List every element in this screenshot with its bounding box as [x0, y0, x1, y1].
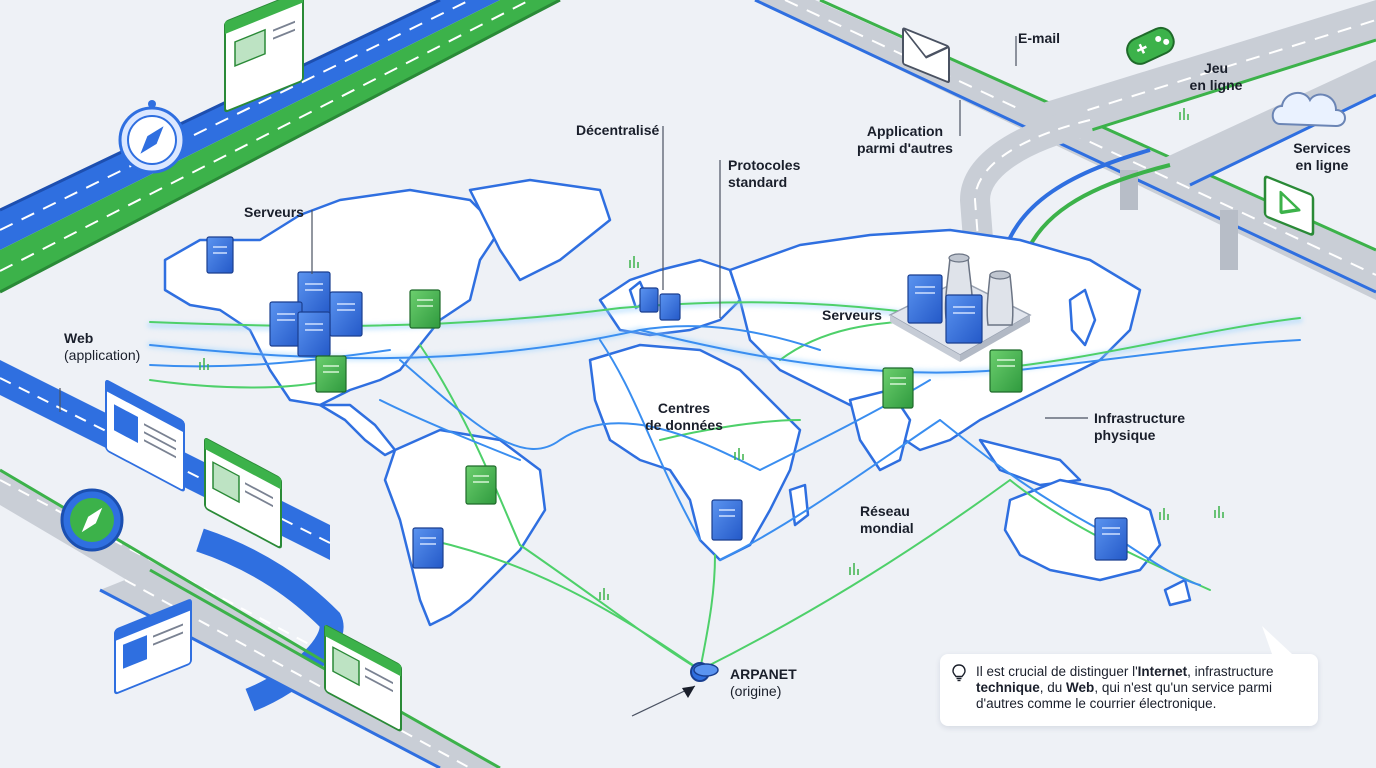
label-serveurs-west: Serveurs — [244, 204, 304, 220]
label-email: E-mail — [1018, 30, 1061, 46]
cloud-icon — [1271, 91, 1346, 128]
note-text: Il est crucial de distinguer l'Internet,… — [976, 664, 1274, 711]
server-icon — [465, 465, 497, 505]
compass-icon — [118, 100, 186, 174]
south-america — [383, 428, 547, 627]
browser-window-icon — [324, 625, 402, 732]
madagascar — [788, 483, 810, 527]
server-icon — [659, 293, 681, 321]
browser-window-icon — [105, 380, 185, 492]
new-zealand — [1163, 578, 1192, 607]
play-icon — [1263, 175, 1315, 236]
top-left-road — [0, 0, 561, 294]
label-web-application: Web(application) — [64, 330, 141, 363]
signal-marks — [199, 108, 1224, 600]
label-decentralise: Décentralisé — [576, 122, 660, 138]
gamepad-icon — [1126, 26, 1175, 65]
label-arpanet: ARPANET(origine) — [730, 666, 797, 699]
server-icon — [945, 294, 983, 344]
server-icon — [329, 291, 363, 337]
arpanet-arrow-head — [682, 686, 695, 698]
server-icon — [206, 236, 234, 274]
central-america — [318, 403, 397, 457]
browser-window-icon — [114, 599, 192, 695]
greenland — [468, 178, 612, 282]
server-icon — [711, 499, 743, 541]
lightbulb-icon — [952, 664, 966, 682]
server-icon — [989, 349, 1023, 393]
browser-window-icon — [204, 438, 282, 549]
server-icon — [315, 355, 347, 393]
compass-icon — [60, 488, 124, 552]
server-icon — [297, 311, 331, 357]
info-note-card: Il est crucial de distinguer l'Internet,… — [940, 654, 1318, 726]
japan — [1068, 288, 1097, 347]
southeast-asia-islands — [978, 438, 1082, 487]
server-icon — [269, 301, 303, 347]
top-right-highway — [754, 0, 1376, 300]
server-icon — [412, 527, 444, 569]
server-icon — [297, 271, 331, 317]
label-serveurs-east: Serveurs — [822, 307, 882, 323]
server-icon — [882, 367, 914, 409]
server-icon — [1094, 517, 1128, 561]
email-envelope-icon — [902, 27, 950, 84]
servers — [206, 236, 1128, 569]
note-card-pointer — [1262, 626, 1292, 654]
server-icon — [907, 274, 943, 324]
server-icon — [639, 287, 659, 313]
server-icon — [409, 289, 441, 329]
browser-window-icon — [224, 0, 304, 113]
